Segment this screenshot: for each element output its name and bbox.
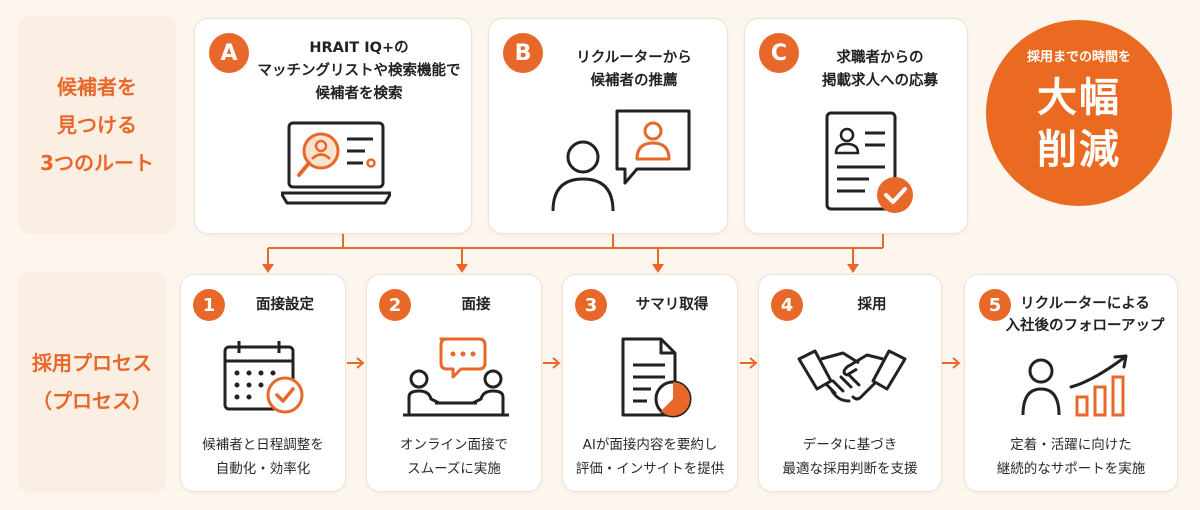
step-desc-4: データに基づき 最適な採用判断を支援	[782, 437, 918, 477]
step-badge-1: 1	[193, 289, 225, 321]
growth-chart-icon	[1021, 354, 1128, 417]
summary-document-icon	[621, 337, 692, 418]
handshake-icon	[797, 349, 907, 403]
step-card-4: 4 採用 データに基づき 最適な採用判断を支援	[758, 274, 942, 492]
step-desc-2: オンライン面接で スムーズに実施	[400, 437, 508, 477]
step-badge-5: 5	[979, 289, 1011, 321]
route-card-a: A HRAIT IQ+の マッチングリストや検索機能で 候補者を検索	[194, 18, 472, 234]
step-desc-1: 候補者と日程調整を 自動化・効率化	[202, 437, 324, 477]
step-title-3: サマリ取得	[635, 297, 709, 313]
application-document-icon	[825, 111, 913, 213]
step-title-2: 面接	[461, 297, 491, 313]
time-reduction-badge: 採用までの時間を 大幅 削減	[986, 20, 1172, 206]
step-title-1: 面接設定	[256, 297, 314, 313]
routes-label: 候補者を 見つける 3つのルート	[18, 16, 176, 234]
recommendation-icon	[551, 109, 691, 212]
step-title-5: リクルーターによる 入社後のフォローアップ	[1005, 296, 1165, 334]
route-title-c: 求職者からの 掲載求人への応募	[822, 50, 938, 89]
time-reduction-main: 大幅 削減	[1037, 75, 1121, 173]
step-desc-5: 定着・活躍に向けた 継続的なサポートを実施	[996, 437, 1146, 477]
route-title-a: HRAIT IQ+の マッチングリストや検索機能で 候補者を検索	[257, 40, 461, 102]
step-title-4: 採用	[857, 297, 887, 313]
step-badge-3: 3	[575, 289, 607, 321]
calendar-check-icon	[223, 341, 304, 414]
laptop-search-icon	[281, 121, 391, 205]
route-badge-a: A	[209, 33, 249, 73]
step-card-2: 2 面接 オンライン面接で スムーズに実施	[366, 274, 542, 492]
route-title-b: リクルーターから 候補者の推薦	[576, 50, 692, 89]
route-card-c: C 求職者からの 掲載求人への応募	[744, 18, 968, 234]
route-badge-c: C	[759, 33, 799, 73]
route-card-b: B リクルーターから 候補者の推薦	[488, 18, 728, 234]
step-badge-4: 4	[771, 289, 803, 321]
step-card-3: 3 サマリ取得 AIが面接内容を要約し 評価・インサイトを提供	[562, 274, 738, 492]
time-reduction-subtitle: 採用までの時間を	[1026, 50, 1131, 65]
step-badge-2: 2	[379, 289, 411, 321]
interview-icon	[403, 337, 509, 417]
step-desc-3: AIが面接内容を要約し 評価・インサイトを提供	[575, 437, 725, 477]
step-card-1: 1 面接設定 候補者と日程調整を 自動化・効率化	[180, 274, 346, 492]
process-label: 採用プロセス （プロセス）	[18, 271, 166, 493]
route-badge-b: B	[503, 33, 543, 73]
step-card-5: 5 リクルーターによる 入社後のフォローアップ 定着・活躍に向けた 継続的なサポ…	[964, 274, 1178, 492]
